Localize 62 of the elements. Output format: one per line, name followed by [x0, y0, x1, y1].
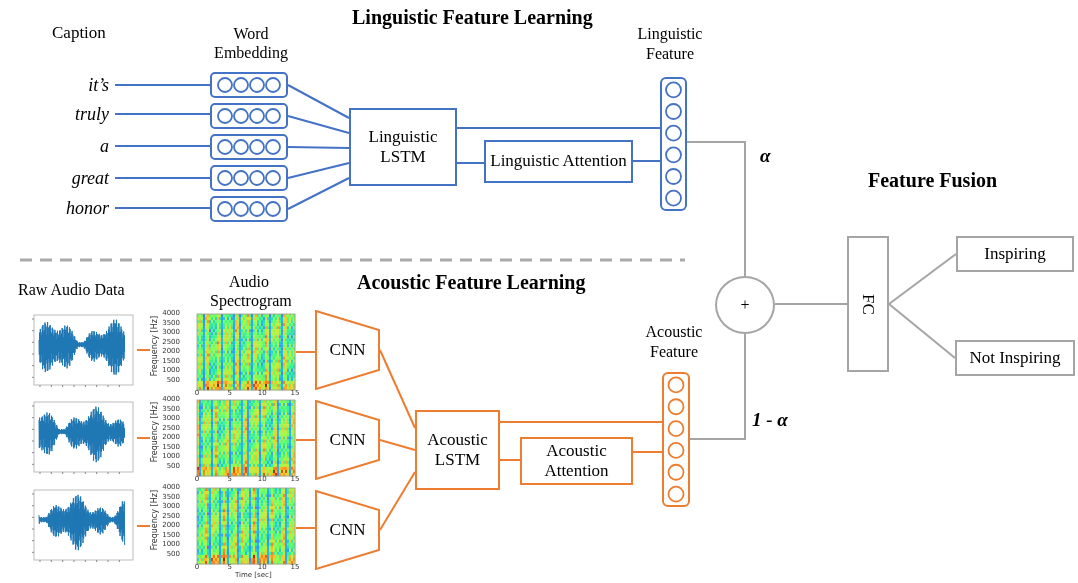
sum-circle: + — [715, 276, 775, 334]
connector-line — [287, 115, 350, 134]
attention-box: Linguistic Attention — [484, 140, 633, 183]
connector-line — [295, 351, 316, 353]
output-box: Not Inspiring — [955, 340, 1075, 376]
connector-line — [632, 451, 663, 453]
cnn-trapezoid: CNN — [315, 400, 380, 480]
feature-label: Linguistic Feature — [636, 24, 704, 64]
connector-line — [114, 84, 211, 86]
connector-line — [499, 421, 663, 423]
attention-box: Acoustic Attention — [520, 437, 633, 485]
connector-line — [888, 253, 957, 305]
connector-line — [379, 349, 416, 429]
column-heading: Caption — [52, 24, 106, 43]
lstm-box: Linguistic LSTM — [349, 108, 457, 186]
column-heading: Raw Audio Data — [18, 281, 125, 299]
embedding-vector — [210, 134, 288, 160]
caption-word: a — [100, 134, 115, 158]
feature-label: Acoustic Feature — [644, 322, 704, 362]
axis-title: Frequency [Hz] — [151, 402, 160, 463]
connector-line — [295, 527, 316, 529]
connector-line — [379, 471, 416, 531]
axis-title: Frequency [Hz] — [151, 316, 160, 377]
connector-line — [295, 439, 316, 441]
connector-line — [136, 437, 151, 439]
connector-line — [456, 127, 661, 129]
connector-line — [114, 145, 211, 147]
output-box: Inspiring — [956, 236, 1074, 272]
embedding-vector — [210, 72, 288, 98]
cnn-trapezoid: CNN — [315, 490, 380, 570]
caption-word: great — [71, 166, 115, 190]
embedding-vector — [210, 103, 288, 129]
connector-line — [632, 160, 661, 162]
connector-line — [287, 177, 350, 210]
connector-line — [689, 333, 746, 440]
connector-line — [287, 146, 350, 149]
connector-line — [136, 349, 151, 351]
caption-word: truly — [75, 102, 115, 126]
fc-layer-box: FC — [847, 236, 889, 372]
connector-line — [888, 303, 956, 359]
connector-line — [287, 162, 350, 179]
section-title: Linguistic Feature Learning — [352, 6, 593, 28]
connector-line — [499, 459, 521, 461]
connector-line — [686, 141, 746, 277]
lstm-box: Acoustic LSTM — [415, 410, 500, 490]
connector-line — [136, 525, 151, 527]
cnn-trapezoid: CNN — [315, 310, 380, 390]
connector-line — [379, 439, 416, 451]
caption-word: it’s — [88, 73, 115, 97]
connector-line — [114, 113, 211, 115]
embedding-vector — [210, 165, 288, 191]
connector-line — [287, 84, 350, 119]
column-heading: Word Embedding — [214, 24, 288, 63]
caption-word: honor — [66, 196, 115, 220]
axis-title: Frequency [Hz] — [151, 490, 160, 551]
embedding-vector — [210, 196, 288, 222]
section-title: Feature Fusion — [868, 169, 998, 191]
connector-line — [114, 207, 211, 209]
section-title: Acoustic Feature Learning — [357, 271, 586, 293]
connector-line — [774, 303, 848, 305]
connector-line — [114, 177, 211, 179]
connector-line — [456, 162, 485, 164]
